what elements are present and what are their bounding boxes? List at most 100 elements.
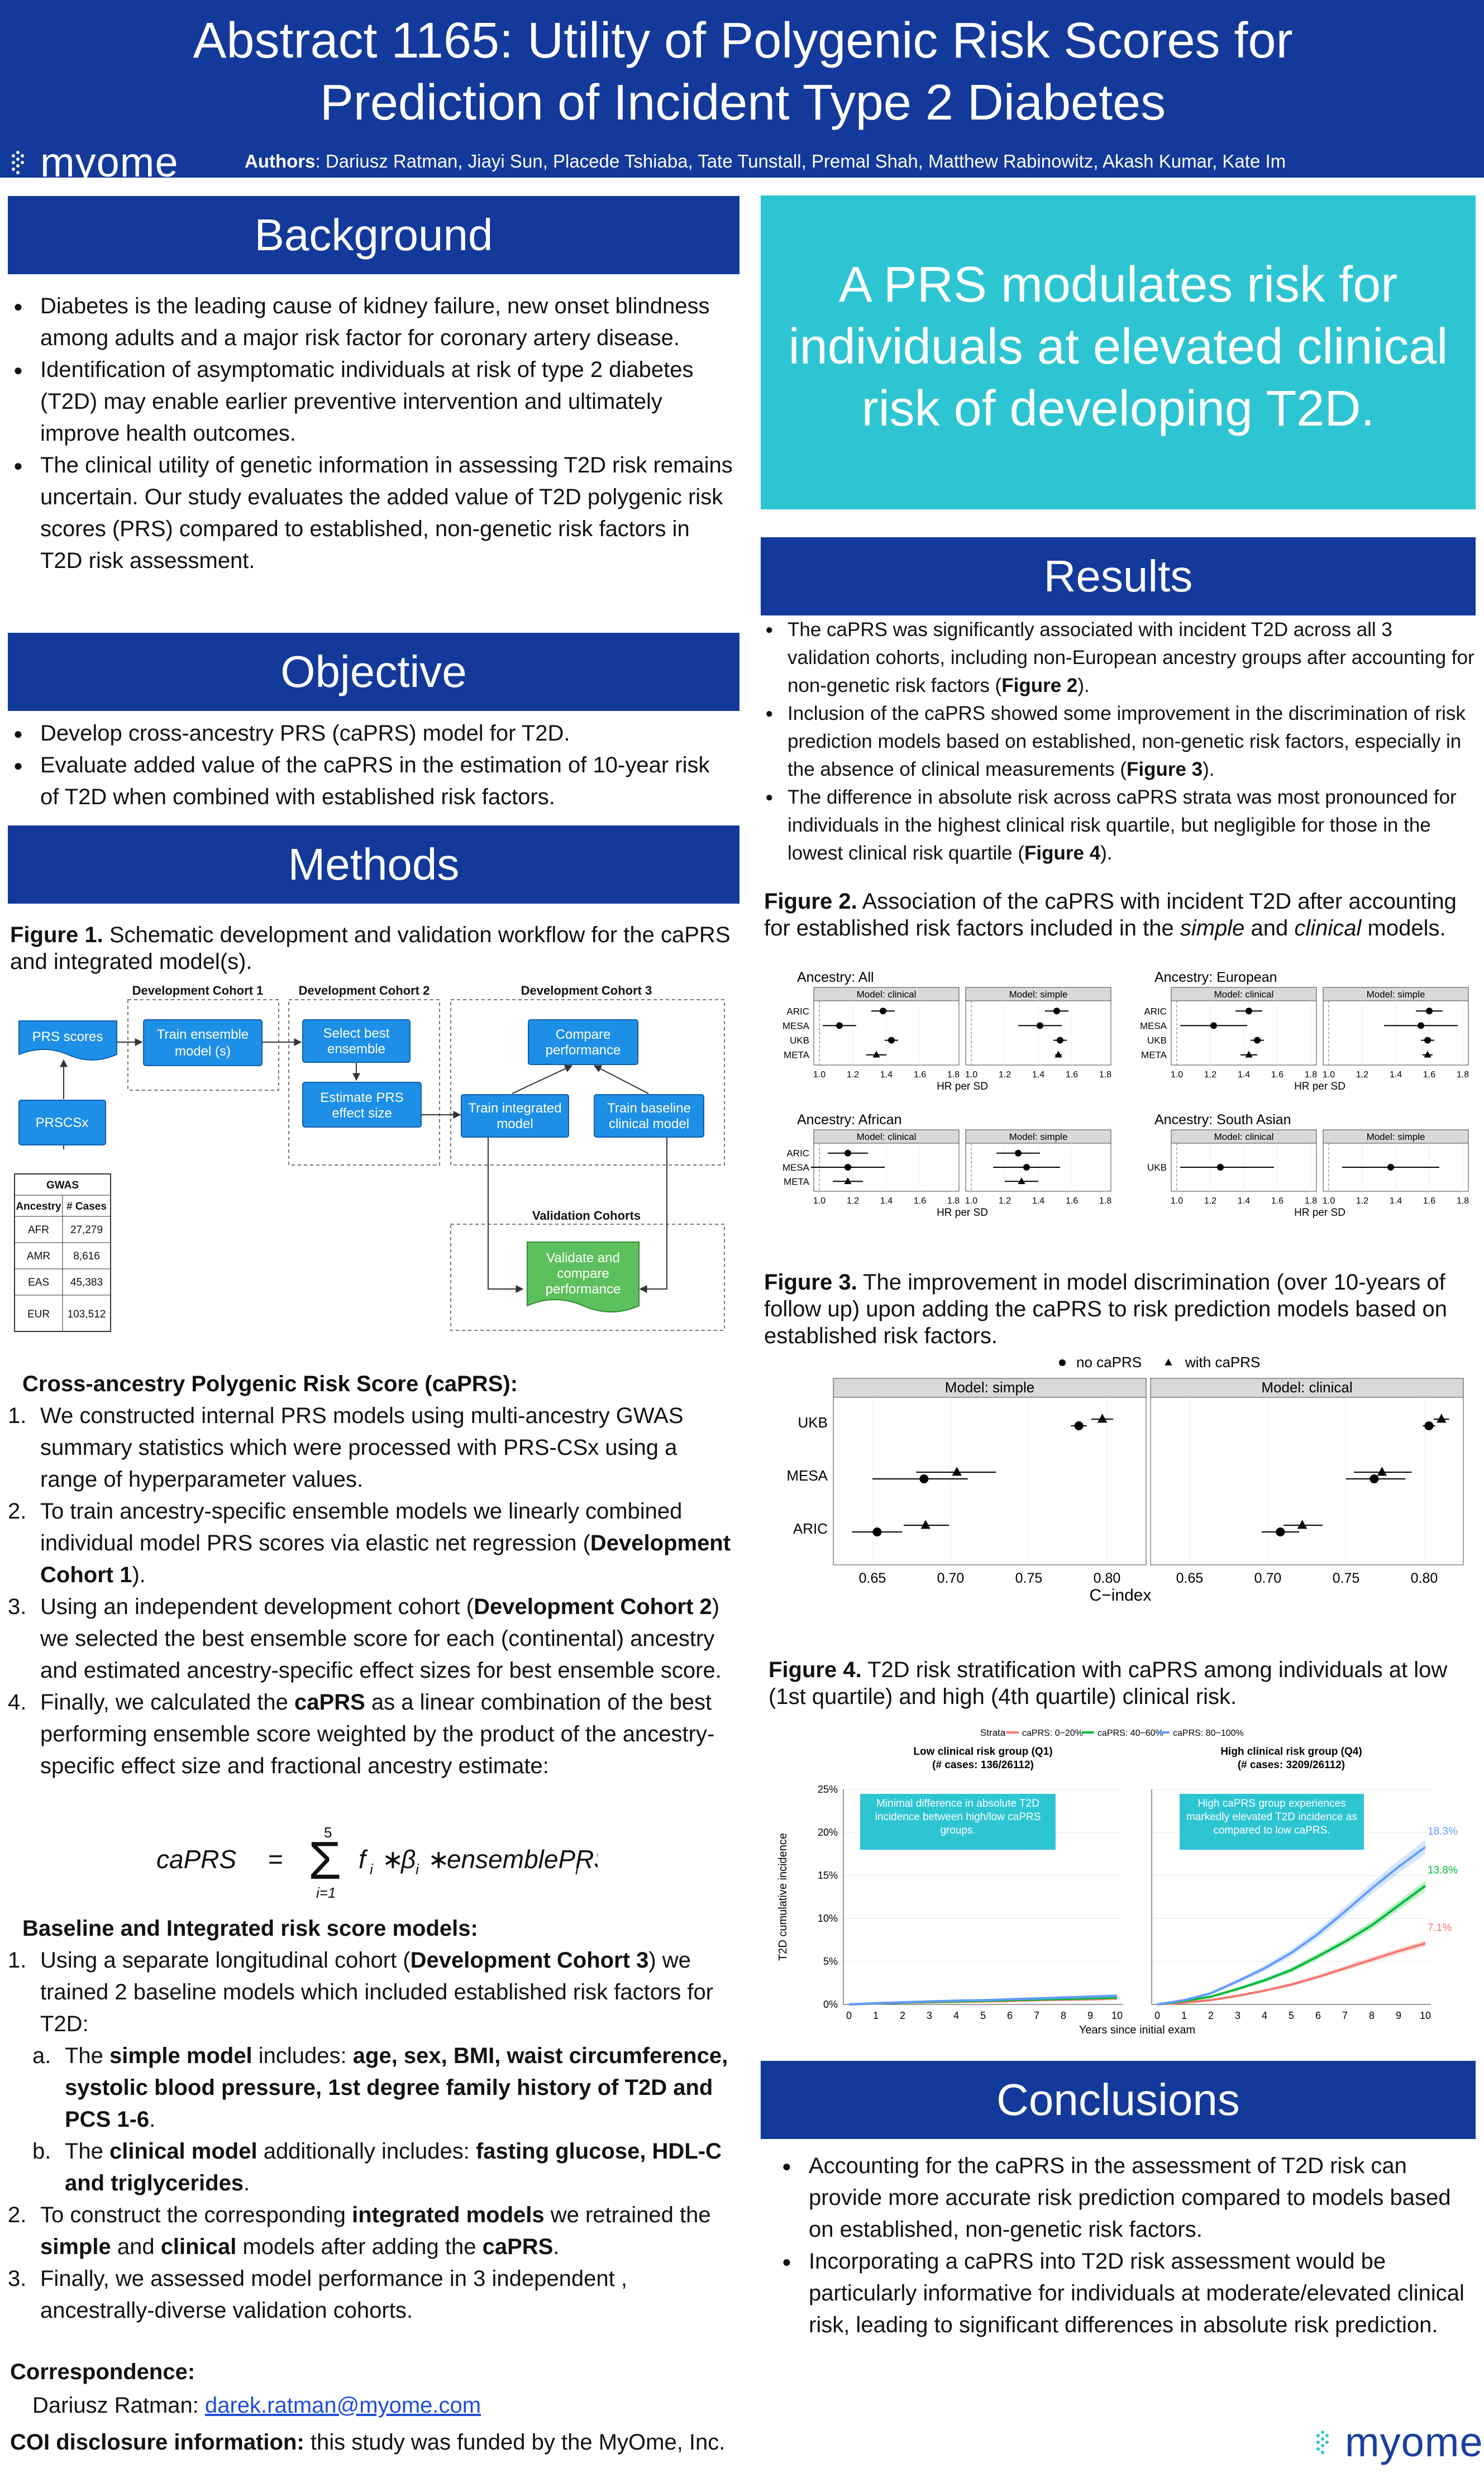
- fig2-point: [836, 1022, 843, 1029]
- fig4-xtick: 9: [1087, 2010, 1093, 2021]
- svg-text:PRS scores: PRS scores: [32, 1029, 103, 1044]
- fig3-tick: 0.70: [1254, 1570, 1282, 1586]
- fig2-tick: 1.0: [813, 1196, 825, 1206]
- svg-text:# Cases: # Cases: [66, 1201, 107, 1212]
- correspondence-label: Correspondence:: [10, 2360, 195, 2384]
- fig2-tick: 1.0: [965, 1070, 977, 1080]
- fig3-point: [1437, 1414, 1447, 1423]
- fig4-xtick: 9: [1396, 2010, 1401, 2021]
- fig3-facet-strip: [1150, 1378, 1464, 1398]
- fig2-row-label: UKB: [790, 1035, 809, 1046]
- fig2-point: [1424, 1037, 1431, 1044]
- svg-text:Select best: Select best: [323, 1026, 390, 1041]
- fig2-point: [880, 1008, 886, 1015]
- fig3-point: [1097, 1414, 1108, 1423]
- fig2-tick: 1.4: [880, 1196, 893, 1206]
- fig2-panel-title: Ancestry: All: [797, 970, 874, 985]
- baseline-step: 1.Using a separate longitudinal cohort (…: [8, 1948, 714, 2036]
- train-ensemble-box: [143, 1019, 263, 1066]
- fig2-tick: 1.8: [1099, 1196, 1111, 1206]
- fig3-tick: 0.75: [1015, 1570, 1043, 1586]
- objective-bullet: Evaluate added value of the caPRS in the…: [8, 749, 734, 813]
- fig2-panel-title: Ancestry: European: [1154, 970, 1277, 985]
- svg-text:45,383: 45,383: [70, 1277, 103, 1288]
- validation-label: Validation Cohorts: [532, 1209, 641, 1223]
- svg-text:i: i: [575, 1861, 579, 1878]
- svg-text:model (s): model (s): [175, 1044, 231, 1059]
- svg-text:5: 5: [324, 1824, 332, 1841]
- results-bullet: The caPRS was significantly associated w…: [761, 616, 1476, 700]
- svg-text:Train baseline: Train baseline: [607, 1101, 691, 1116]
- fig2-tick: 1.4: [1032, 1196, 1044, 1206]
- email-link[interactable]: darek.ratman@myome.com: [204, 2393, 481, 2418]
- figure1-workflow-diagram: Development Cohort 1 Development Cohort …: [14, 984, 725, 1332]
- fig2-tick: 1.0: [1171, 1070, 1183, 1080]
- baseline-step: b.The clinical model additionally includ…: [32, 2139, 722, 2195]
- svg-text:GWAS: GWAS: [46, 1180, 79, 1191]
- fig3-tick: 0.65: [1176, 1570, 1204, 1586]
- fig3-tick: 0.70: [937, 1570, 965, 1586]
- fig4-panel-title: High clinical risk group (Q4): [1220, 1746, 1362, 1758]
- svg-text:Ancestry: Ancestry: [16, 1201, 61, 1212]
- fig2-tick: 1.8: [1457, 1070, 1469, 1080]
- svg-text:AMR: AMR: [27, 1250, 50, 1262]
- caprs-formula: caPRS = Σ 5 i=1 f i ∗ β i ∗ ensemblePRS …: [156, 1824, 598, 1901]
- fig4-xtick: 0: [846, 2010, 852, 2021]
- svg-text:performance: performance: [546, 1043, 621, 1058]
- fig2-facet-strip: [1171, 987, 1317, 1001]
- fig3-panel-frame: [1150, 1397, 1464, 1565]
- fig2-facet-label: Model: simple: [1367, 989, 1425, 1000]
- fig2-tick: 1.4: [1390, 1196, 1402, 1206]
- validate-box: [527, 1242, 640, 1312]
- fig2-tick: 1.8: [947, 1070, 960, 1080]
- fig4-xtick: 4: [1262, 2010, 1267, 2021]
- fig2-facet-strip: [813, 987, 960, 1001]
- background-bullet: The clinical utility of genetic informat…: [8, 450, 734, 577]
- fig2-point: [1246, 1008, 1252, 1015]
- fig4-ytick: 0%: [823, 1999, 838, 2010]
- fig4-note-box: [860, 1794, 1056, 1850]
- fig3-point: [919, 1474, 929, 1483]
- background-bullet: Identification of asymptomatic individua…: [8, 354, 734, 450]
- fig2-facet-strip: [1323, 1129, 1469, 1144]
- fig4-xlabel: Years since initial exam: [1079, 2024, 1195, 2036]
- fig4-xtick: 8: [1061, 2010, 1066, 2021]
- fig2-tick: 1.0: [1171, 1196, 1183, 1206]
- fig4-panel-subtitle: (# cases: 136/26112): [932, 1759, 1034, 1771]
- fig4-legend-label: caPRS: 0−20%: [1022, 1729, 1083, 1738]
- fig2-tick: 1.6: [1271, 1070, 1283, 1080]
- figure3-caption: Figure 3. The improvement in model discr…: [764, 1270, 1447, 1348]
- fig4-xtick: 4: [953, 2010, 959, 2021]
- fig2-point: [1018, 1177, 1025, 1185]
- fig2-xlabel: HR per SD: [937, 1081, 988, 1092]
- svg-text:Validate and: Validate and: [546, 1250, 620, 1266]
- fig2-tick: 1.2: [999, 1196, 1011, 1206]
- fig2-facet-label: Model: simple: [1009, 1132, 1068, 1142]
- fig2-facet-label: Model: simple: [1367, 1132, 1425, 1142]
- fig4-xtick: 1: [873, 2010, 879, 2021]
- train-integrated-box: [461, 1094, 569, 1138]
- fig2-point: [888, 1037, 895, 1044]
- background-list: Diabetes is the leading cause of kidney …: [8, 290, 734, 577]
- fig4-xtick: 2: [900, 2010, 905, 2021]
- fig4-legend-label: caPRS: 40−60%: [1098, 1729, 1163, 1738]
- svg-text:Estimate PRS: Estimate PRS: [320, 1090, 403, 1105]
- svg-text:EUR: EUR: [27, 1309, 50, 1320]
- fig3-panel-frame: [833, 1397, 1147, 1565]
- svg-text:8,616: 8,616: [73, 1250, 100, 1262]
- fig2-row-label: MESA: [1140, 1020, 1167, 1031]
- myome-logo-bottom: myome: [1313, 2418, 1483, 2466]
- fig2-tick: 1.6: [1066, 1070, 1078, 1080]
- fig2-tick: 1.4: [1390, 1070, 1402, 1080]
- methods-heading: Methods: [8, 825, 739, 904]
- fig3-tick: 0.75: [1333, 1570, 1360, 1586]
- fig2-point: [1254, 1037, 1261, 1044]
- conclusions-heading: Conclusions: [761, 2061, 1476, 2139]
- figure4-caption: Figure 4. T2D risk stratification with c…: [769, 1658, 1448, 1709]
- fig2-row-label: ARIC: [1144, 1006, 1167, 1016]
- cohort3-label: Development Cohort 3: [521, 984, 652, 997]
- fig2-row-label: ARIC: [786, 1148, 809, 1159]
- objective-heading: Objective: [8, 633, 739, 711]
- fig3-tick: 0.80: [1411, 1570, 1438, 1586]
